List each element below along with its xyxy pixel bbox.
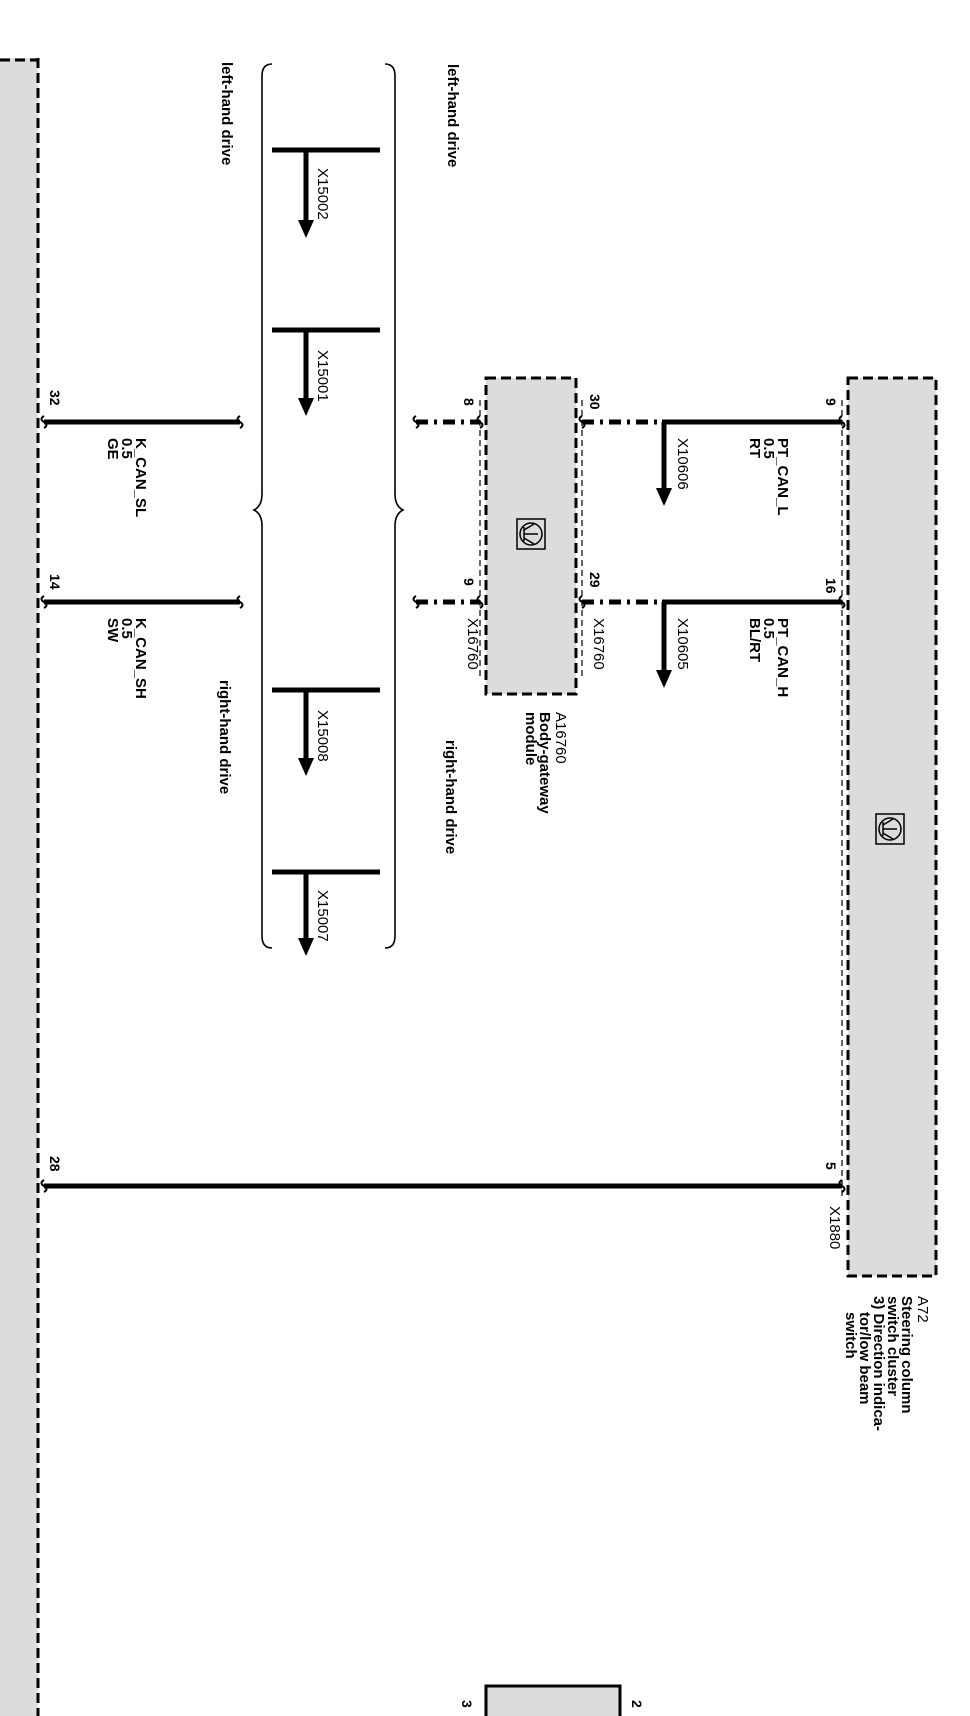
a16760-pin-9: 9: [461, 578, 477, 586]
label-k-can-sl-signal: K_CAN_SL: [132, 438, 149, 517]
a72-desc-line-5: switch: [842, 1312, 859, 1359]
label-x15001: X15001: [314, 350, 331, 402]
label-x16760-top: X16760: [590, 618, 607, 670]
a16760-pin-8: 8: [461, 398, 477, 406]
a16760-id: A16760: [552, 712, 569, 764]
label-left-hand-drive-bottom: left-hand drive: [218, 62, 235, 165]
wire-k-can: [44, 419, 240, 605]
label-x15002: X15002: [314, 168, 331, 220]
label-pt-can-h-size: 0.5: [760, 618, 777, 639]
a72-pin-5: 5: [823, 1162, 839, 1170]
label-pt-can-h-signal: PT_CAN_H: [774, 618, 791, 697]
a72-transistor-icon: [875, 813, 905, 845]
a16760-pin-29: 29: [587, 572, 603, 588]
a72-desc-line-1: Steering column: [898, 1296, 915, 1414]
label-pt-can-h-color: BL/RT: [746, 618, 763, 662]
bottom-module-strip: [0, 58, 40, 1716]
module-a72: [841, 376, 938, 1278]
stub-pin-2: 2: [629, 1700, 645, 1708]
bottom-pin-28: 28: [47, 1156, 63, 1172]
a72-desc-line-3: 3) Direction indica-: [870, 1296, 887, 1431]
label-left-hand-drive-top: left-hand drive: [444, 64, 461, 167]
a72-desc-line-4: tor/low beam: [856, 1312, 873, 1405]
a16760-pin-30: 30: [587, 394, 603, 410]
a16760-desc-line-1: Body-gateway: [536, 712, 553, 814]
label-k-can-sl-size: 0.5: [118, 438, 135, 459]
stub-box: [484, 1684, 622, 1716]
wire-pt-can-h: [582, 599, 842, 688]
label-k-can-sh-size: 0.5: [118, 618, 135, 639]
wire-pt-can-l: [582, 419, 842, 506]
module-a16760: [479, 376, 583, 696]
label-x15007: X15007: [314, 890, 331, 942]
a16760-transistor-icon: [516, 518, 546, 550]
wire-gateway-to-brace: [416, 419, 480, 605]
a72-id: A72: [914, 1296, 931, 1323]
label-x16760-bottom: X16760: [464, 618, 481, 670]
label-right-hand-drive-bottom: right-hand drive: [216, 680, 233, 794]
connector-x15008-symbol: [272, 687, 380, 776]
connector-x15002-symbol: [272, 147, 380, 238]
a72-desc-line-2: switch cluster: [884, 1296, 901, 1396]
wire-terminal-ticks: [40, 415, 846, 1193]
label-x15008: X15008: [314, 710, 331, 762]
label-right-hand-drive-top: right-hand drive: [442, 740, 459, 854]
label-x10606: X10606: [674, 438, 691, 490]
a72-pin-16: 16: [823, 578, 839, 594]
stub-pin-3: 3: [459, 1700, 475, 1708]
bottom-pin-14: 14: [47, 574, 63, 590]
label-k-can-sh-color: SW: [104, 618, 121, 643]
label-x1880: X1880: [826, 1206, 843, 1249]
connector-x15001-symbol: [272, 327, 380, 416]
variant-brace: [252, 63, 405, 949]
label-k-can-sh-signal: K_CAN_SH: [132, 618, 149, 699]
label-pt-can-l-signal: PT_CAN_L: [774, 438, 791, 516]
bottom-pin-32: 32: [47, 390, 63, 406]
label-x10605: X10605: [674, 618, 691, 670]
label-pt-can-l-size: 0.5: [760, 438, 777, 459]
a72-pin-9: 9: [823, 398, 839, 406]
label-k-can-sl-color: GE: [104, 438, 121, 460]
a16760-desc-line-2: module: [522, 712, 539, 765]
label-pt-can-l-color: RT: [746, 438, 763, 458]
connector-x15007-symbol: [272, 869, 380, 956]
